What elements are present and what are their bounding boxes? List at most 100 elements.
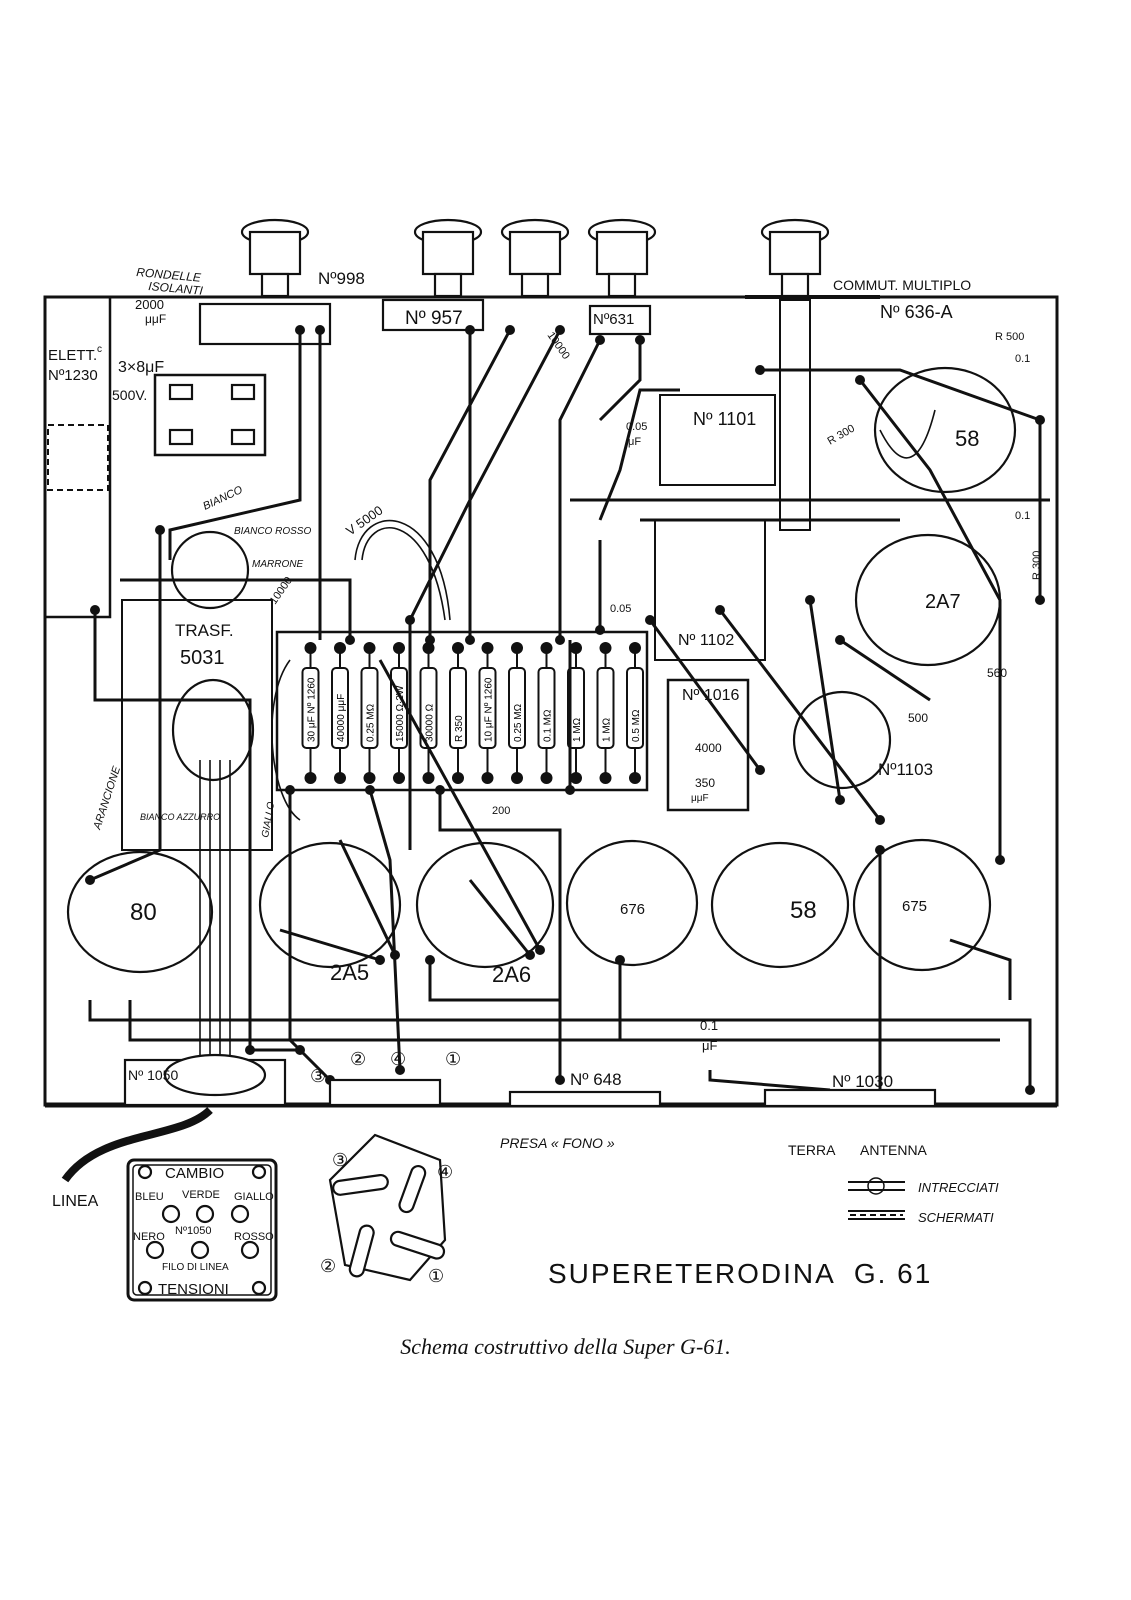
- label-c4000: 4000: [695, 741, 722, 755]
- strip-component-label: 0.5 MΩ: [631, 709, 642, 742]
- socket-plug-row: [328, 1078, 442, 1107]
- label-trasf: TRASF.: [175, 621, 234, 640]
- label-tube-58-top: 58: [955, 426, 979, 451]
- voltage-selector-socket: [163, 1053, 267, 1097]
- knob-4: [587, 218, 657, 298]
- component-957-box: [381, 298, 485, 332]
- plug-face-diagram: [328, 1133, 447, 1282]
- label-tube-675: 675: [902, 898, 927, 915]
- label-r500: R 500: [995, 331, 1024, 343]
- figure-caption: Schema costruttivo della Super G-61.: [400, 1334, 731, 1359]
- terminal-dot: [155, 525, 165, 535]
- terminal-dot: [525, 950, 535, 960]
- terminal-dot: [805, 595, 815, 605]
- strip-component: 1 MΩ: [567, 642, 585, 784]
- terminal-dot: [1035, 415, 1045, 425]
- terminal-dot: [465, 635, 475, 645]
- cap-terminal-4: [230, 428, 256, 446]
- label-n957: Nº 957: [405, 308, 463, 329]
- label-c10000-a: 10000: [545, 330, 572, 362]
- terminal-dot: [715, 605, 725, 615]
- terminal-dot: [595, 625, 605, 635]
- terminal-dot: [90, 605, 100, 615]
- terminal-dot: [595, 335, 605, 345]
- cambio-giallo: GIALLO: [234, 1191, 274, 1203]
- label-tube-58-bottom: 58: [790, 897, 817, 924]
- label-n636a: Nº 636-A: [880, 302, 953, 322]
- label-biancorosso: BIANCO ROSSO: [234, 526, 311, 537]
- socket-2a6: [415, 841, 555, 969]
- terminal-dot: [875, 815, 885, 825]
- terminal-dot: [995, 855, 1005, 865]
- strip-component: R 350: [449, 642, 467, 784]
- terminal-dot: [505, 325, 515, 335]
- label-c2000: 2000: [135, 297, 164, 312]
- terminal-dot: [555, 325, 565, 335]
- label-n560: 560: [987, 666, 1007, 680]
- terminal-dot: [390, 950, 400, 960]
- terminal-dot: [615, 955, 625, 965]
- terminal-dot: [565, 785, 575, 795]
- power-transformer-bell: [170, 530, 250, 610]
- label-n1016: Nº 1016: [682, 687, 740, 704]
- strip-component-label: 1 MΩ: [602, 717, 613, 742]
- plug-648-bar: [508, 1090, 662, 1108]
- terminal-dot: [535, 945, 545, 955]
- terminal-dot: [1035, 595, 1045, 605]
- label-n1050: Nº 1050: [128, 1067, 178, 1083]
- strip-component-label: 0.1 MΩ: [543, 709, 554, 742]
- terminal-dot: [855, 375, 865, 385]
- terminal-dot: [835, 635, 845, 645]
- label-r300-b: R 300: [1031, 551, 1043, 580]
- label-linea: LINEA: [52, 1193, 99, 1210]
- label-tube-80: 80: [130, 899, 157, 926]
- label-r300-a: R 300: [826, 423, 857, 448]
- plug-1030-bar: [763, 1088, 937, 1108]
- label-cmmf: μμF: [691, 793, 709, 804]
- terminal-dot: [635, 335, 645, 345]
- knob-5: [760, 218, 830, 298]
- terminal-dot: [435, 785, 445, 795]
- terminal-dot: [645, 615, 655, 625]
- label-n631: Nº631: [593, 311, 634, 328]
- terminal-dot: [315, 325, 325, 335]
- legend: [848, 1177, 905, 1220]
- cambio-filo: FILO DI LINEA: [162, 1262, 229, 1273]
- label-arancione: ARANCIONE: [91, 764, 123, 831]
- label-n1101: Nº 1101: [693, 409, 756, 429]
- strip-component: 30 μF Nº 1260: [301, 642, 320, 784]
- terminal-dot: [755, 365, 765, 375]
- label-cap3x8: 3×8μF: [118, 359, 164, 376]
- tube-sockets: [66, 366, 1017, 974]
- socket-676: [565, 839, 699, 967]
- label-500v: 500V.: [112, 387, 147, 403]
- strip-component: 30000 Ω: [419, 642, 438, 784]
- terminal-dot: [375, 955, 385, 965]
- strip-component-label: 0.25 MΩ: [513, 703, 524, 742]
- socket-2a5: [258, 841, 402, 969]
- knobs: [240, 218, 830, 298]
- label-n648: Nº 648: [570, 1070, 622, 1089]
- terminal-dot: [465, 325, 475, 335]
- cap-terminal-block: [153, 373, 267, 457]
- label-c005: 0.05: [626, 421, 647, 433]
- electrolytic-bracket: [43, 295, 112, 619]
- strip-component-label: 0.25 MΩ: [366, 703, 377, 742]
- label-c350: 350: [695, 776, 715, 790]
- terminal-dot: [755, 765, 765, 775]
- knob-3: [500, 218, 570, 298]
- diagram-title: SUPERETERODINA G. 61: [548, 1258, 932, 1289]
- label-commut: COMMUT. MULTIPLO: [833, 277, 971, 293]
- plug-face-2: ②: [320, 1256, 336, 1276]
- terminal-dot: [395, 1065, 405, 1075]
- label-n998: Nº998: [318, 269, 365, 288]
- label-c01-a: 0.1: [1015, 353, 1030, 365]
- terminal-dot: [365, 785, 375, 795]
- knob-2: [413, 218, 483, 298]
- terminal-dot: [1025, 1085, 1035, 1095]
- cap-terminal-3: [168, 428, 194, 446]
- label-c2000-unit: μμF: [145, 312, 166, 326]
- strip-component: 1 MΩ: [596, 642, 615, 784]
- socket-675: [852, 838, 992, 972]
